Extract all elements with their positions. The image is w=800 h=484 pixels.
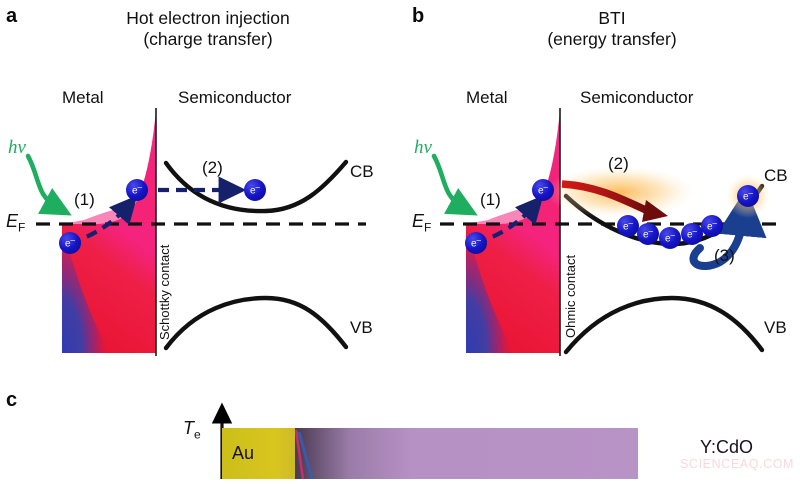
electron-a-3: e– [244, 179, 266, 201]
electron-b-hot: e– [726, 174, 770, 218]
step3-arrow-b [689, 188, 767, 270]
valence-band-b [563, 295, 765, 355]
schottky-contact-label: Schottky contact [157, 244, 172, 340]
panel-c-graphic [211, 402, 638, 480]
energy-transfer-arrow-b [545, 166, 695, 222]
panel-b-title-line1: BTI [598, 8, 626, 28]
valence-band-a [163, 295, 349, 351]
panel-b-title: BTI (energy transfer) [452, 8, 772, 50]
semiconductor-label-b: Semiconductor [580, 88, 694, 107]
ycdo-label: Y:CdO [700, 437, 754, 457]
photon-label-b: hv [414, 137, 432, 158]
electron-symbol: e– [538, 183, 549, 197]
te-sub: e [194, 427, 201, 442]
step-label-b-2: (2) [608, 154, 629, 173]
electron-symbol: e– [471, 236, 482, 250]
watermark: SCIENCEAQ.COM [680, 457, 795, 471]
fermi-label-b: EF [412, 211, 431, 238]
te-profile-metal-c [294, 429, 305, 480]
au-label: Au [232, 443, 255, 463]
fermi-letter-a: E [6, 211, 19, 231]
fermi-sub-b: F [424, 220, 432, 235]
te-axis-label: Te [183, 418, 201, 445]
electron-symbol: e– [665, 231, 676, 245]
photon-label-a: hv [8, 137, 26, 158]
electron-symbol: e– [65, 236, 76, 250]
step-label-a-2: (2) [202, 158, 223, 177]
panel-label-c: c [6, 389, 18, 411]
au-region-c [222, 428, 298, 479]
photon-arrow-a [25, 153, 72, 216]
metal-label-a: Metal [62, 88, 104, 107]
cb-label-a: CB [350, 162, 374, 181]
panel-b-title-line2: (energy transfer) [547, 29, 677, 49]
panel-a-title: Hot electron injection (charge transfer) [48, 8, 368, 50]
fermi-sub-a: F [18, 220, 26, 235]
step-label-b-1: (1) [480, 190, 501, 209]
electron-b-metal-1: e– [465, 232, 487, 254]
te-letter: T [183, 418, 194, 438]
metal-block-a [62, 110, 156, 353]
electron-symbol: e– [250, 183, 261, 197]
electron-symbol: e– [132, 183, 143, 197]
step-label-b-3: (3) [714, 246, 735, 265]
panel-a-title-line2: (charge transfer) [143, 29, 273, 49]
panel-a-title-line1: Hot electron injection [126, 8, 290, 28]
electron-symbol: e– [623, 219, 634, 233]
te-profile-semi-c [297, 431, 314, 480]
electron-chain-b: e– e– e– e– e– [617, 215, 723, 249]
electron-a-2: e– [126, 179, 148, 201]
panel-b-graphic: e– e– e– e– e– e– e– e– [431, 108, 784, 356]
electron-b-metal-2: e– [532, 179, 554, 201]
metal-label-b: Metal [466, 88, 508, 107]
cb-label-b: CB [764, 166, 788, 185]
fermi-label-a: EF [6, 211, 25, 238]
ohmic-contact-label: Ohmic contact [563, 254, 578, 338]
panel-a-graphic: e– e– e– [25, 108, 366, 356]
electron-a-1: e– [59, 232, 81, 254]
electron-symbol: e– [707, 219, 718, 233]
step-label-a-1: (1) [74, 190, 95, 209]
vb-label-a: VB [350, 318, 373, 337]
electron-symbol: e– [643, 227, 654, 241]
electron-symbol: e– [743, 189, 754, 203]
panel-label-a: a [6, 5, 18, 27]
fermi-letter-b: E [412, 211, 425, 231]
semiconductor-label-a: Semiconductor [178, 88, 292, 107]
vb-label-b: VB [764, 318, 787, 337]
ycdo-region-c [295, 428, 638, 479]
electron-symbol: e– [687, 227, 698, 241]
metal-block-b [466, 110, 560, 353]
photon-arrow-b [431, 153, 478, 216]
panel-label-b: b [412, 5, 425, 27]
